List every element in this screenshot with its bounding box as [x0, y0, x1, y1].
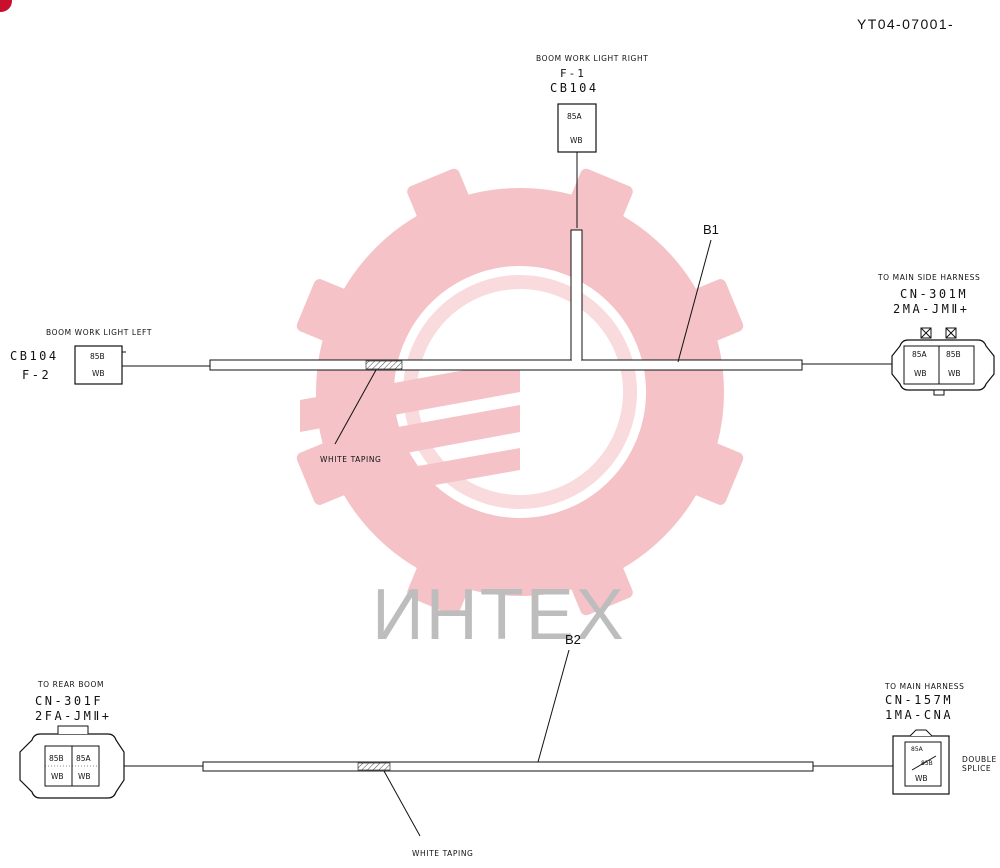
b1-right-pin-2: 85B	[946, 350, 961, 359]
b1-left-connector-code: CB104	[10, 349, 59, 363]
b1-left-connector-wire: WB	[92, 369, 105, 378]
b2-left-wire-1: WB	[51, 772, 64, 781]
b2-right-connector-type: 1MA-CNA	[885, 708, 954, 722]
b2-left-connector-code: CN-301F	[35, 694, 104, 708]
b2-right-pin-top: 85A	[911, 746, 923, 753]
b2-trunk	[202, 761, 814, 772]
b1-left-connector-title: BOOM WORK LIGHT LEFT	[46, 328, 152, 337]
b1-right-connector-type: 2MA-JMⅡ+	[893, 302, 970, 316]
b1-right-wire-1: WB	[914, 369, 927, 378]
watermark-text: ИНТЕХ	[372, 575, 626, 655]
b1-left-connector-ref: F-2	[22, 368, 52, 382]
document-number: YT04-07001-	[857, 16, 955, 32]
b2-left-connector-type: 2FA-JMⅡ+	[35, 709, 112, 723]
b1-top-connector-wire: WB	[570, 136, 583, 145]
b1-white-taping	[365, 360, 403, 370]
b1-right-wire-2: WB	[948, 369, 961, 378]
b2-left-pin-1: 85B	[49, 754, 64, 763]
b1-branch	[570, 229, 583, 360]
b2-left-pin-2: 85A	[76, 754, 91, 763]
b1-top-connector-code: CB104	[550, 81, 599, 95]
b2-taping-label: WHITE TAPING	[412, 849, 474, 858]
b1-harness-label: B1	[703, 222, 719, 237]
b1-right-connector-code: CN-301M	[900, 287, 969, 301]
b1-right-connector-title: TO MAIN SIDE HARNESS	[878, 273, 981, 282]
b2-right-connector-code: CN-157M	[885, 693, 954, 707]
b1-right-pin-1: 85A	[912, 350, 927, 359]
b1-taping-label: WHITE TAPING	[320, 455, 382, 464]
b2-left-wire-2: WB	[78, 772, 91, 781]
b2-left-connector-title: TO REAR BOOM	[38, 680, 105, 689]
b2-right-connector-title: TO MAIN HARNESS	[885, 682, 965, 691]
b2-right-pin-bottom: 85B	[921, 760, 933, 767]
b2-splice-line1: DOUBLE	[962, 755, 997, 764]
b2-white-taping	[357, 762, 391, 771]
b1-left-connector-pin: 85B	[90, 352, 105, 361]
b1-top-connector-pin: 85A	[567, 112, 582, 121]
b1-top-connector-title: BOOM WORK LIGHT RIGHT	[536, 54, 649, 63]
b1-top-connector-ref: F-1	[560, 67, 586, 80]
b1-top-connector-box	[557, 103, 597, 153]
b2-splice-line2: SPLICE	[962, 764, 992, 773]
b2-harness-label: B2	[565, 632, 581, 647]
b1-left-connector-box	[74, 345, 123, 385]
b2-right-wire: WB	[915, 774, 928, 783]
b1-trunk	[209, 359, 803, 371]
b1-right-connector-latch	[920, 327, 957, 339]
